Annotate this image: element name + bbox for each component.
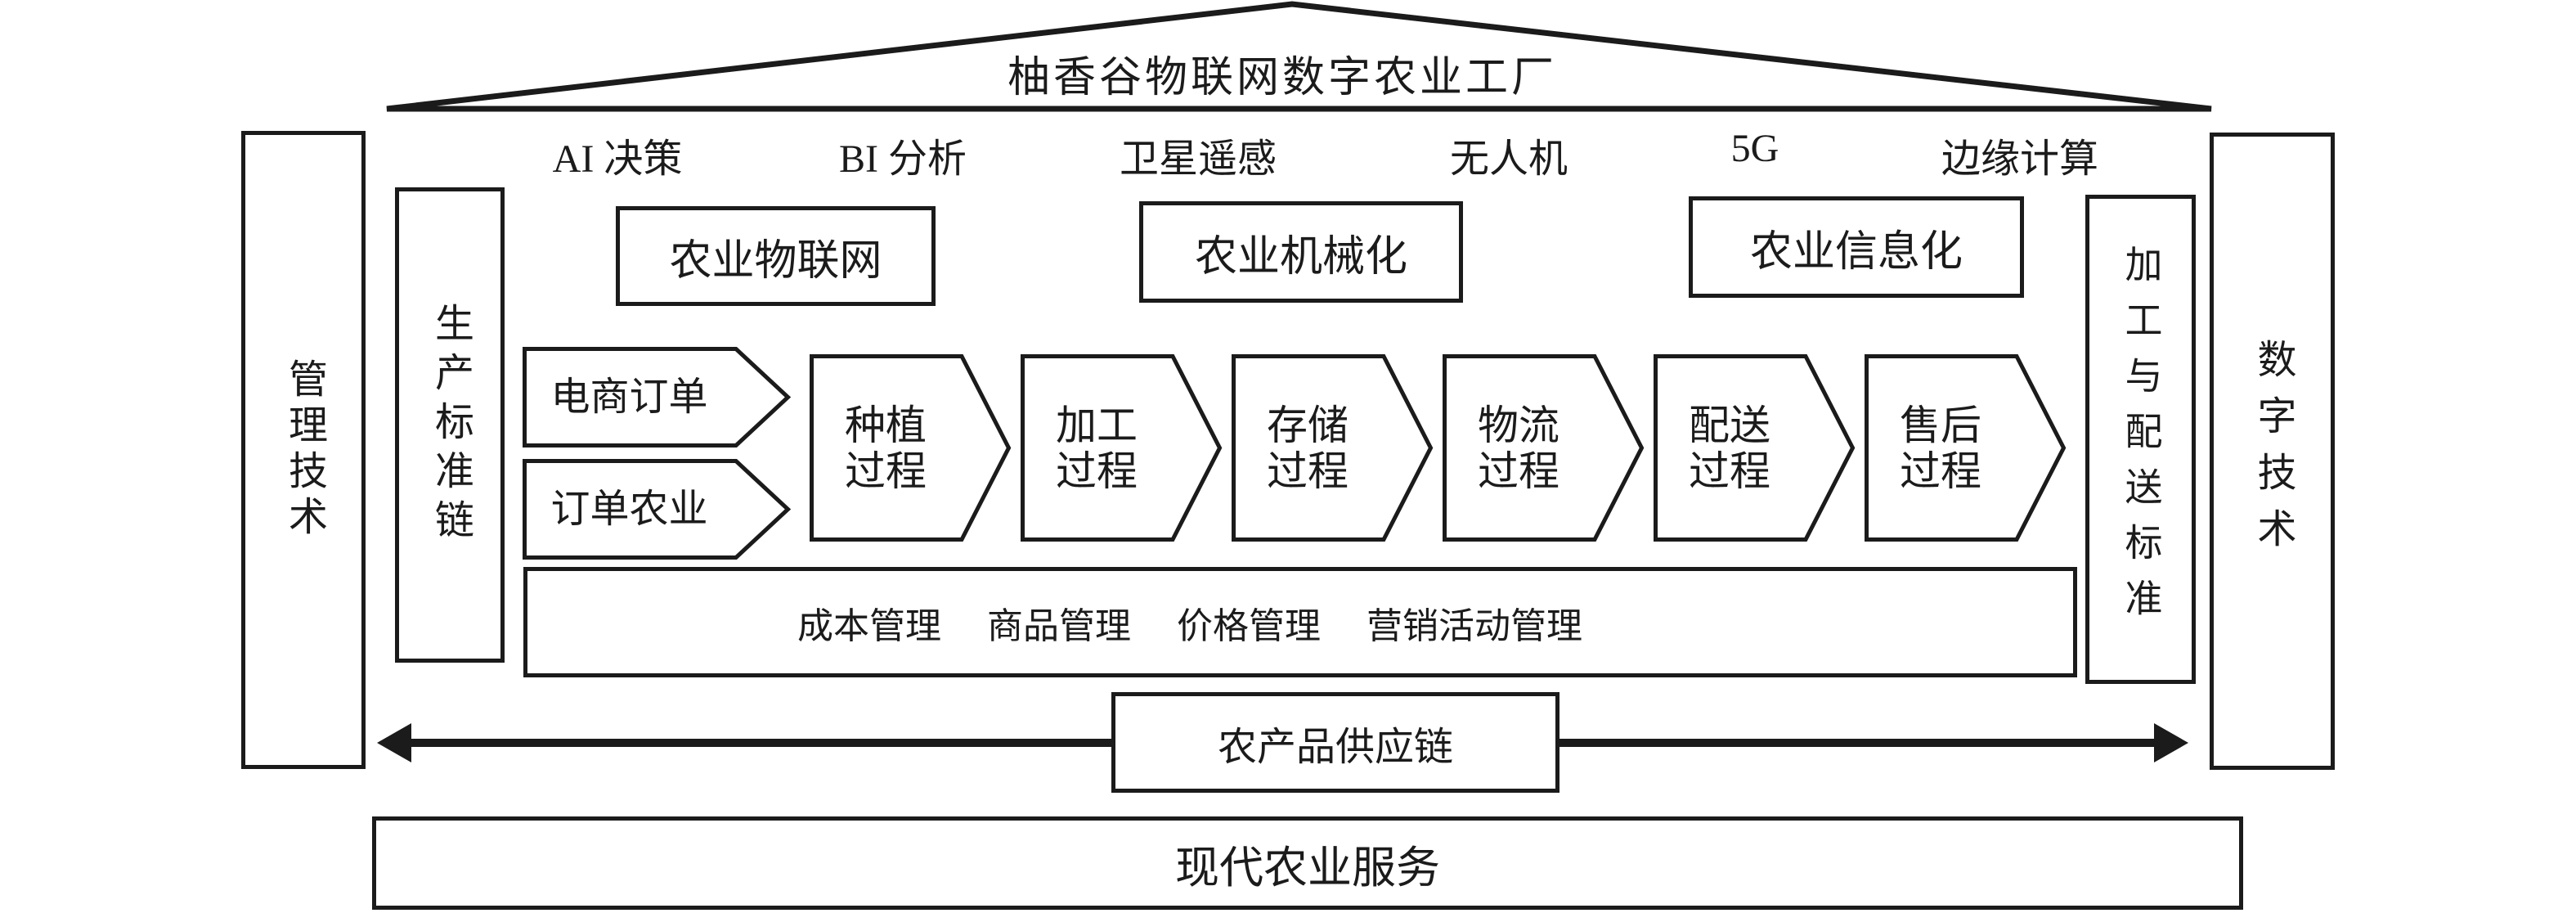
arrow-pentagon-shape (1654, 354, 1856, 542)
process-arrow-line2: 过程 (1900, 448, 1981, 494)
arrow-pentagon-shape (523, 347, 792, 448)
tech-label: 边缘计算 (1941, 137, 2099, 181)
process-arrow-line2: 过程 (1478, 448, 1560, 494)
management-band-item: 价格管理 (1177, 605, 1321, 646)
capability-box: 农业物联网 (616, 206, 936, 306)
management-band: 成本管理 商品管理 价格管理 营销活动管理 (523, 567, 2077, 677)
column-management-tech: 管理技术 (241, 131, 366, 769)
process-arrow-line1: 物流 (1478, 402, 1560, 448)
process-arrow-line2: 过程 (1689, 448, 1770, 494)
process-arrow-line2: 过程 (1056, 448, 1138, 494)
tech-label: 卫星遥感 (1119, 137, 1277, 181)
column-production-standard-chain-label: 生产标准链 (429, 302, 472, 548)
order-arrow: 电商订单 (523, 347, 792, 448)
arrow-pentagon-shape (1232, 354, 1434, 542)
tech-label: AI 决策 (552, 137, 683, 181)
supply-chain-box: 农产品供应链 (1111, 692, 1560, 793)
tech-label: 5G (1730, 127, 1779, 170)
process-arrow-line1: 加工 (1056, 402, 1138, 448)
process-arrow: 物流过程 (1443, 354, 1645, 542)
process-arrow-label: 存储过程 (1232, 354, 1384, 542)
modern-agri-service-label: 现代农业服务 (1175, 843, 1440, 893)
management-band-item: 营销活动管理 (1367, 605, 1582, 646)
process-arrow: 加工过程 (1021, 354, 1223, 542)
column-processing-distribution-standard-label: 加工与配送标准 (2120, 245, 2162, 634)
column-production-standard-chain: 生产标准链 (395, 187, 505, 663)
process-arrow: 配送过程 (1654, 354, 1856, 542)
column-digital-tech-label: 数字技术 (2251, 338, 2295, 564)
capability-box-label: 农业信息化 (1749, 228, 1963, 276)
process-arrow-line1: 种植 (845, 402, 927, 448)
order-arrow-label: 订单农业 (550, 487, 708, 531)
process-arrow-label: 加工过程 (1021, 354, 1173, 542)
tech-label: BI 分析 (838, 137, 967, 181)
management-band-item: 商品管理 (987, 605, 1131, 646)
arrow-pentagon-shape (523, 459, 792, 560)
process-arrow-line1: 存储 (1267, 402, 1349, 448)
supply-chain-label: 农产品供应链 (1217, 725, 1453, 769)
capability-box-label: 农业物联网 (669, 237, 882, 285)
process-arrow: 售后过程 (1865, 354, 2067, 542)
roof-shape (386, 1, 2212, 112)
arrow-pentagon-shape (1443, 354, 1645, 542)
management-band-items: 成本管理 商品管理 价格管理 营销活动管理 (797, 596, 1582, 649)
management-band-item: 成本管理 (797, 605, 941, 646)
order-arrow-label: 电商订单 (550, 375, 708, 419)
capability-box: 农业信息化 (1689, 196, 2024, 298)
process-arrow-line2: 过程 (1267, 448, 1349, 494)
process-arrow-line1: 配送 (1689, 402, 1770, 448)
modern-agri-service-band: 现代农业服务 (372, 816, 2243, 910)
order-arrow: 订单农业 (523, 459, 792, 560)
arrow-pentagon-shape (810, 354, 1012, 542)
process-arrow: 种植过程 (810, 354, 1012, 542)
capability-box: 农业机械化 (1139, 201, 1463, 303)
tech-label: 无人机 (1449, 137, 1568, 181)
capability-box-label: 农业机械化 (1194, 233, 1407, 281)
process-arrow-label: 物流过程 (1443, 354, 1595, 542)
process-arrow-label: 种植过程 (810, 354, 962, 542)
arrow-pentagon-shape (1021, 354, 1223, 542)
column-processing-distribution-standard: 加工与配送标准 (2085, 195, 2196, 684)
column-management-tech-label: 管理技术 (282, 358, 325, 542)
arrow-pentagon-shape (1865, 354, 2067, 542)
process-arrow-label: 售后过程 (1865, 354, 2017, 542)
process-arrow-line2: 过程 (845, 448, 927, 494)
process-arrow: 存储过程 (1232, 354, 1434, 542)
column-digital-tech: 数字技术 (2210, 133, 2335, 770)
factory-title: 柚香谷物联网数字农业工厂 (1007, 55, 1558, 101)
process-arrow-label: 配送过程 (1654, 354, 1806, 542)
process-arrow-line1: 售后 (1900, 402, 1981, 448)
